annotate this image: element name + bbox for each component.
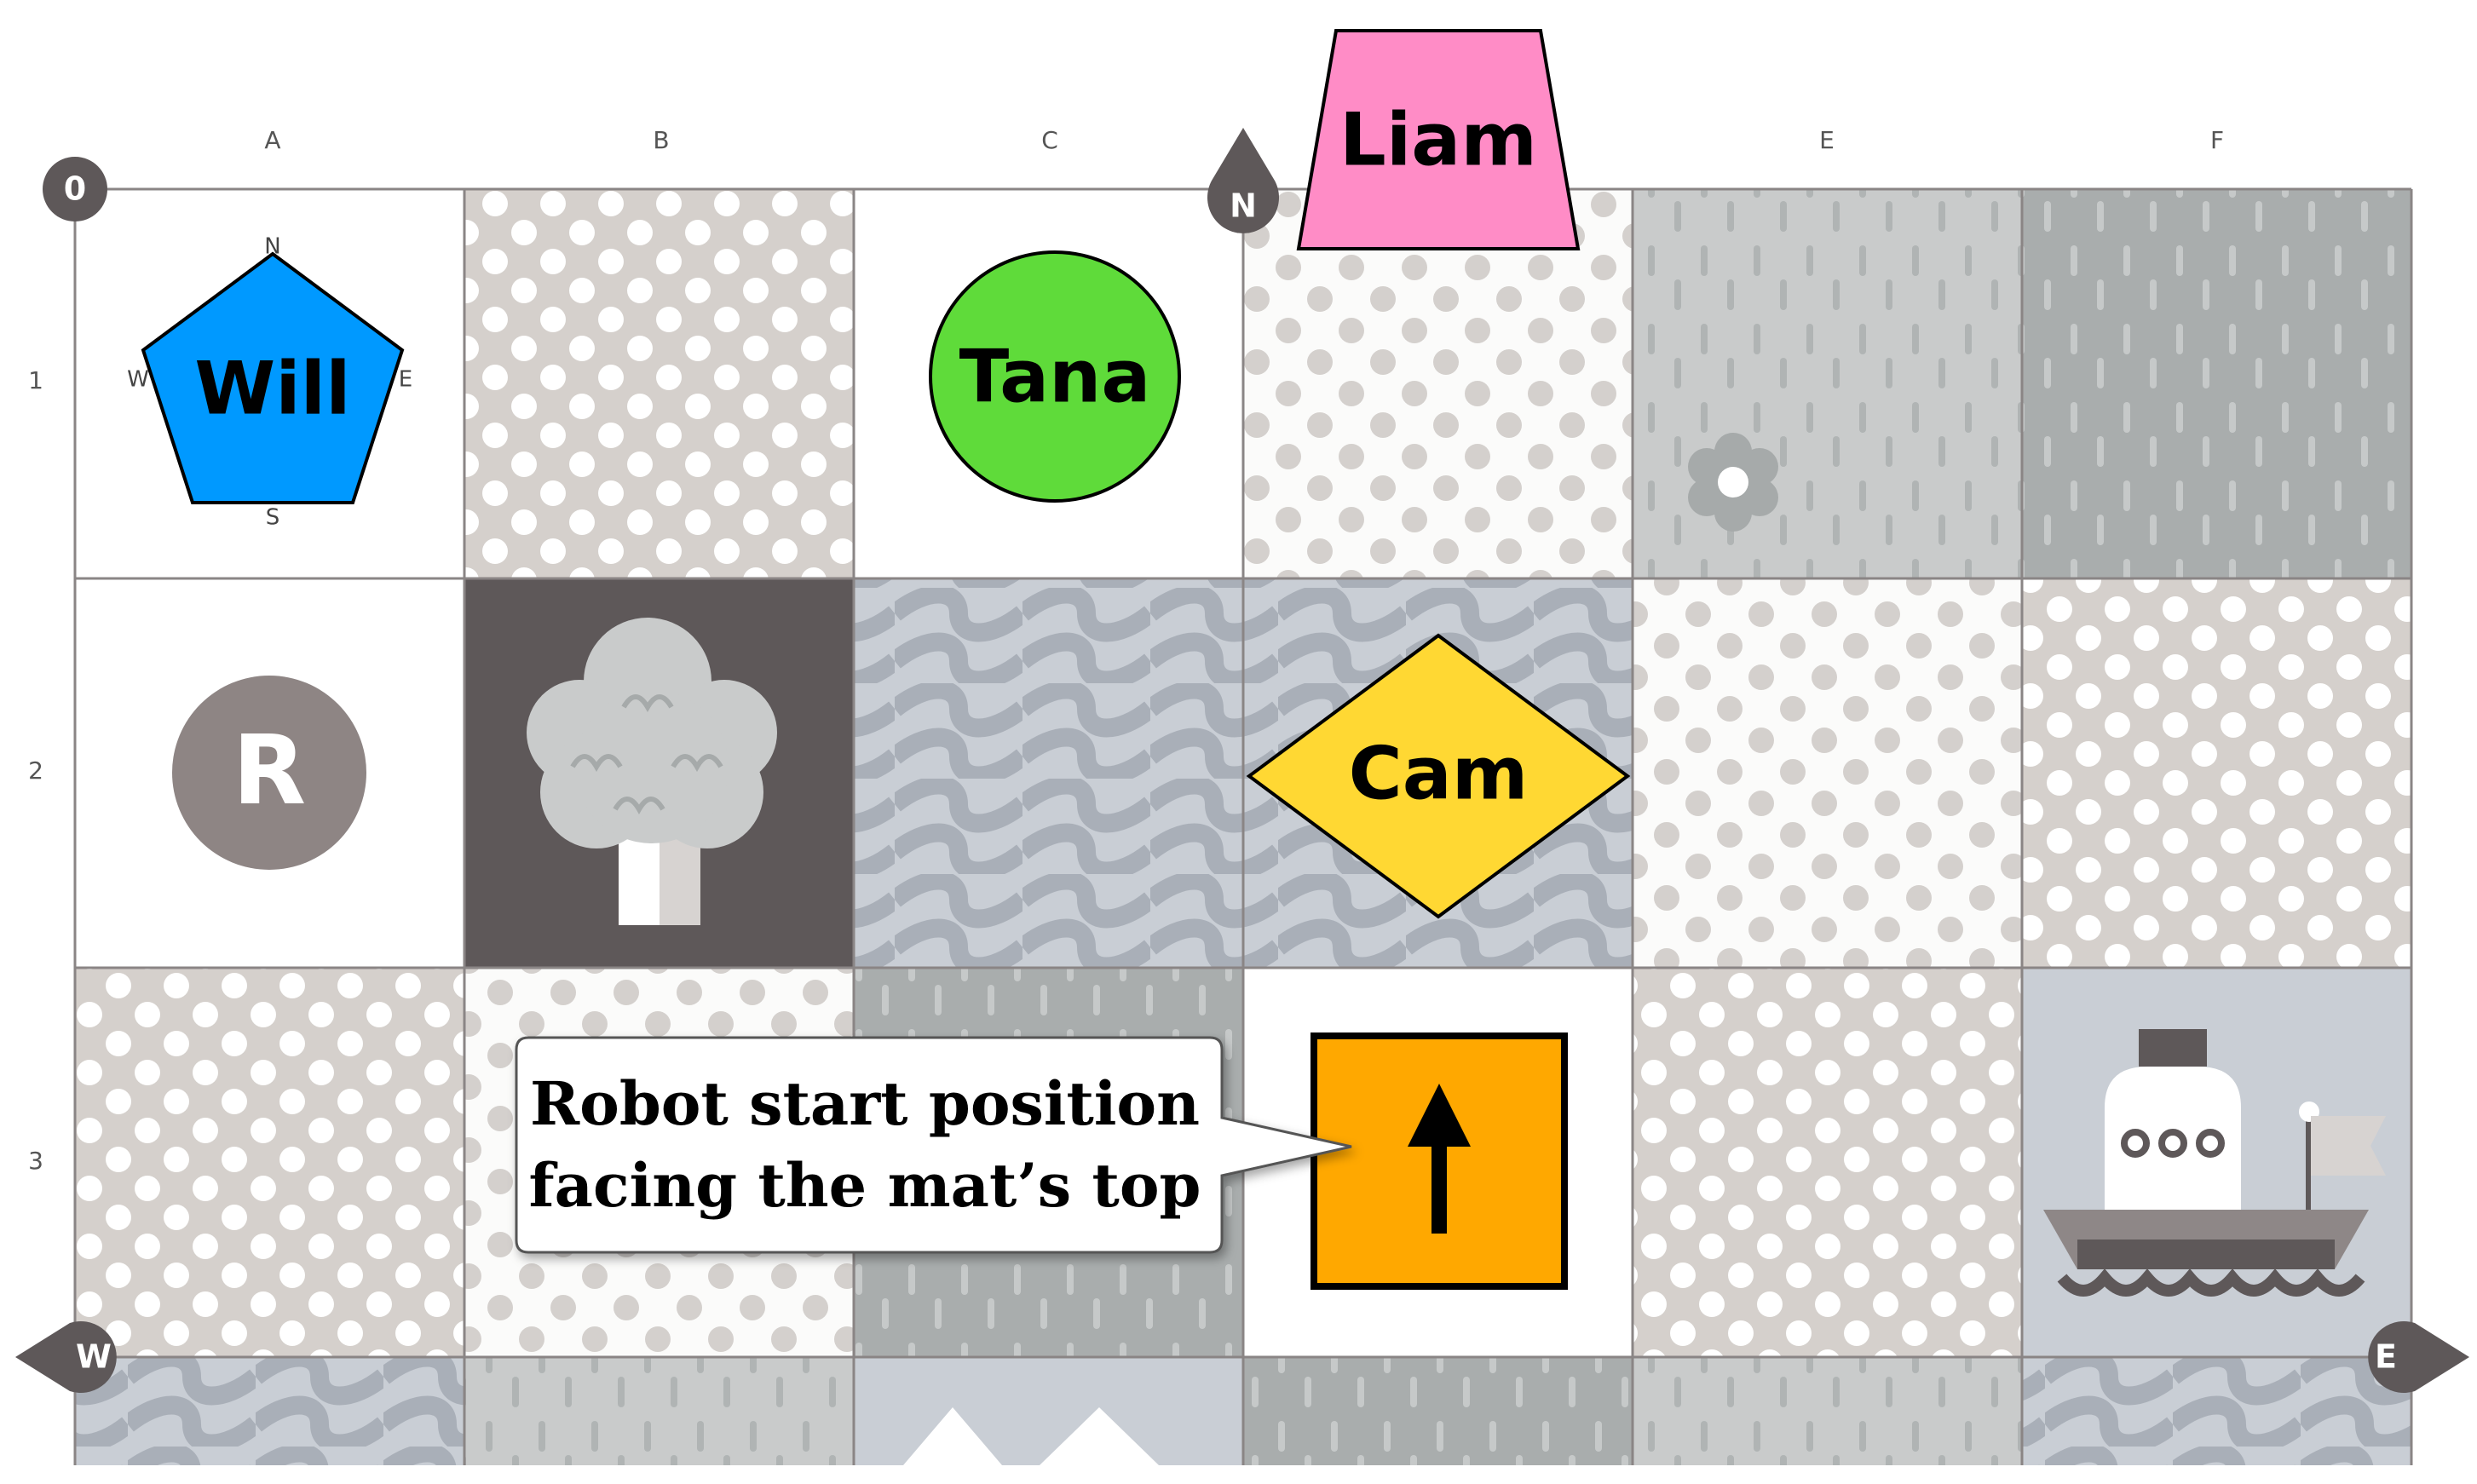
tile-e2 [1633, 578, 2022, 968]
tile-d1 [1243, 189, 1633, 578]
origin-badge: 0 [43, 157, 107, 221]
tile-d4 [1243, 1357, 1633, 1465]
west-pin: W [15, 1321, 117, 1393]
will-label: Will [194, 346, 350, 431]
row-label-3: 3 [28, 1147, 43, 1175]
cam-diamond-shape [1246, 633, 1631, 919]
north-pin: N [1207, 128, 1279, 233]
column-label-a: A [264, 126, 280, 154]
tana-token: Tana [929, 250, 1181, 503]
robot-marker-label: R [233, 716, 306, 826]
column-label-f: F [2210, 126, 2224, 154]
tile-a4 [75, 1357, 464, 1465]
will-token: N S W E Will [127, 234, 412, 531]
liam-trapezoid-shape [1296, 29, 1581, 250]
liam-token: Liam [1296, 29, 1581, 250]
column-label-c: C [1041, 126, 1058, 154]
mat-tiles [75, 189, 2411, 1465]
tile-a3 [75, 968, 464, 1357]
will-pentagon-shape [141, 251, 405, 504]
tree-icon [527, 618, 777, 925]
start-marker [1311, 1032, 1568, 1290]
tile-b1 [464, 189, 854, 578]
column-label-b: B [653, 126, 669, 154]
tana-label: Tana [959, 334, 1151, 419]
tile-e3 [1633, 968, 2022, 1357]
flower-icon [1688, 433, 1778, 532]
cam-label: Cam [1349, 731, 1529, 816]
tile-b4 [464, 1357, 854, 1465]
mountain-icon [903, 1407, 1159, 1465]
origin-label: 0 [64, 170, 86, 208]
row-label-2: 2 [28, 756, 43, 785]
will-compass-s: S [266, 505, 280, 531]
arrow-up-icon [1408, 1084, 1471, 1234]
column-labels: A B C E F [264, 126, 2224, 154]
ship-icon [2043, 1029, 2386, 1297]
column-label-e: E [1819, 126, 1835, 154]
tile-e1 [1633, 189, 2022, 578]
tile-f2 [2022, 578, 2411, 968]
tile-c2 [854, 578, 1243, 968]
robot-marker: R [172, 676, 366, 870]
east-pin: E [2368, 1321, 2469, 1393]
tile-e4 [1633, 1357, 2022, 1465]
will-compass-e: E [399, 367, 412, 393]
will-compass-n: N [264, 234, 280, 260]
row-label-1: 1 [28, 366, 43, 394]
cam-token: Cam [1246, 633, 1631, 919]
tile-f1 [2022, 189, 2411, 578]
east-label: E [2375, 1338, 2397, 1376]
liam-label: Liam [1339, 97, 1537, 182]
callout-bubble [515, 1036, 1352, 1254]
west-label: W [76, 1338, 112, 1376]
row-labels: 1 2 3 [28, 366, 43, 1175]
will-compass-w: W [127, 367, 149, 393]
north-label: N [1230, 187, 1257, 225]
tile-f4 [2022, 1357, 2411, 1465]
